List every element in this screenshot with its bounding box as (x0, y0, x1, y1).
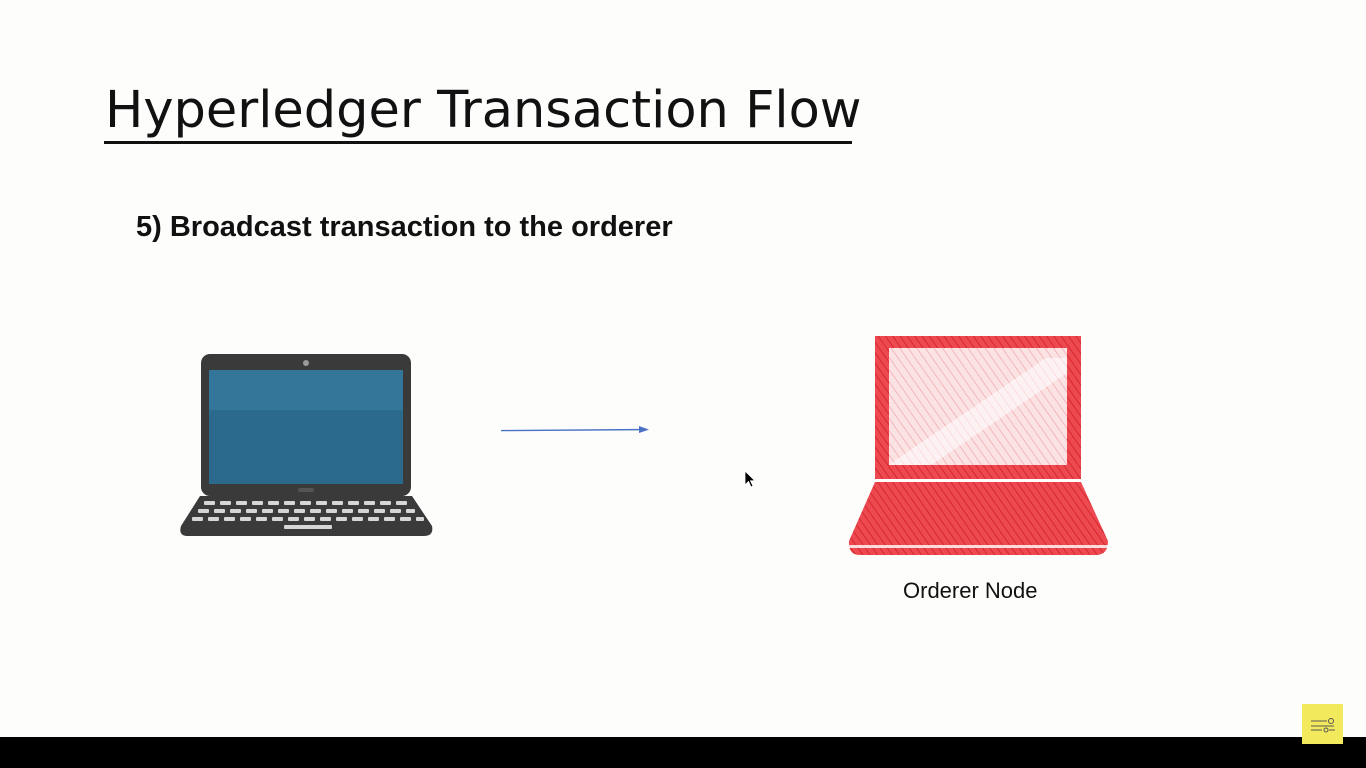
mouse-cursor-icon (744, 470, 756, 488)
orderer-laptop-icon (848, 336, 1108, 555)
slide: Hyperledger Transaction Flow 5) Broadcas… (104, 81, 1108, 603)
slide-title: Hyperledger Transaction Flow (105, 81, 862, 140)
channel-logo-graphic (1311, 718, 1335, 733)
video-bottom-bar (0, 737, 1366, 768)
title-underline (104, 141, 852, 144)
laptop-icon (180, 354, 433, 536)
step-heading: 5) Broadcast transaction to the orderer (136, 211, 673, 243)
channel-logo-icon[interactable] (1302, 704, 1343, 744)
orderer-node-label: Orderer Node (903, 578, 1038, 603)
arrow-right-icon (500, 426, 649, 433)
